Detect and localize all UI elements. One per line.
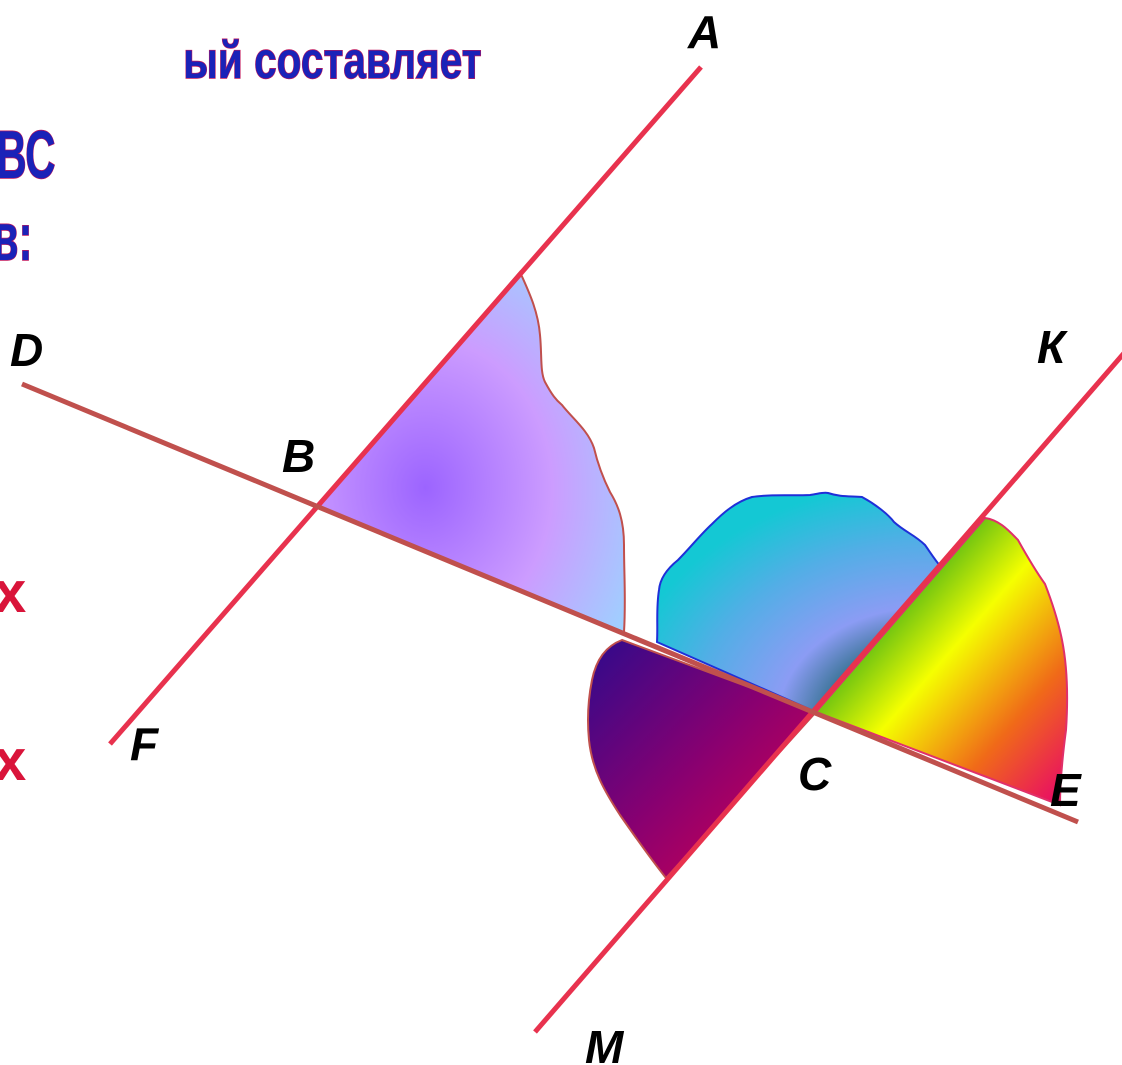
label-point-d: D [10, 324, 43, 376]
label-point-c: C [798, 748, 832, 800]
angle-region-c-left [587, 638, 818, 880]
caption-line-1: ый составляет [183, 31, 481, 89]
caption-line-3: в: [0, 199, 33, 275]
label-point-a: A [687, 6, 721, 58]
angle-region-b [316, 270, 626, 634]
label-point-f: F [130, 718, 160, 770]
label-point-k: К [1037, 321, 1068, 373]
parallel-line-ab [108, 65, 703, 746]
secant-line-de [21, 381, 1079, 825]
label-point-m: M [585, 1021, 625, 1065]
angle-region-c-top [655, 491, 943, 714]
caption-line-2: ВС [0, 117, 56, 193]
cross-mark-1: х [0, 560, 26, 625]
angle-region-c-right [814, 516, 1069, 807]
label-point-e: E [1050, 764, 1082, 816]
cross-mark-2: х [0, 728, 26, 793]
parallel-line-kc [533, 351, 1122, 1034]
label-point-b: B [282, 430, 315, 482]
